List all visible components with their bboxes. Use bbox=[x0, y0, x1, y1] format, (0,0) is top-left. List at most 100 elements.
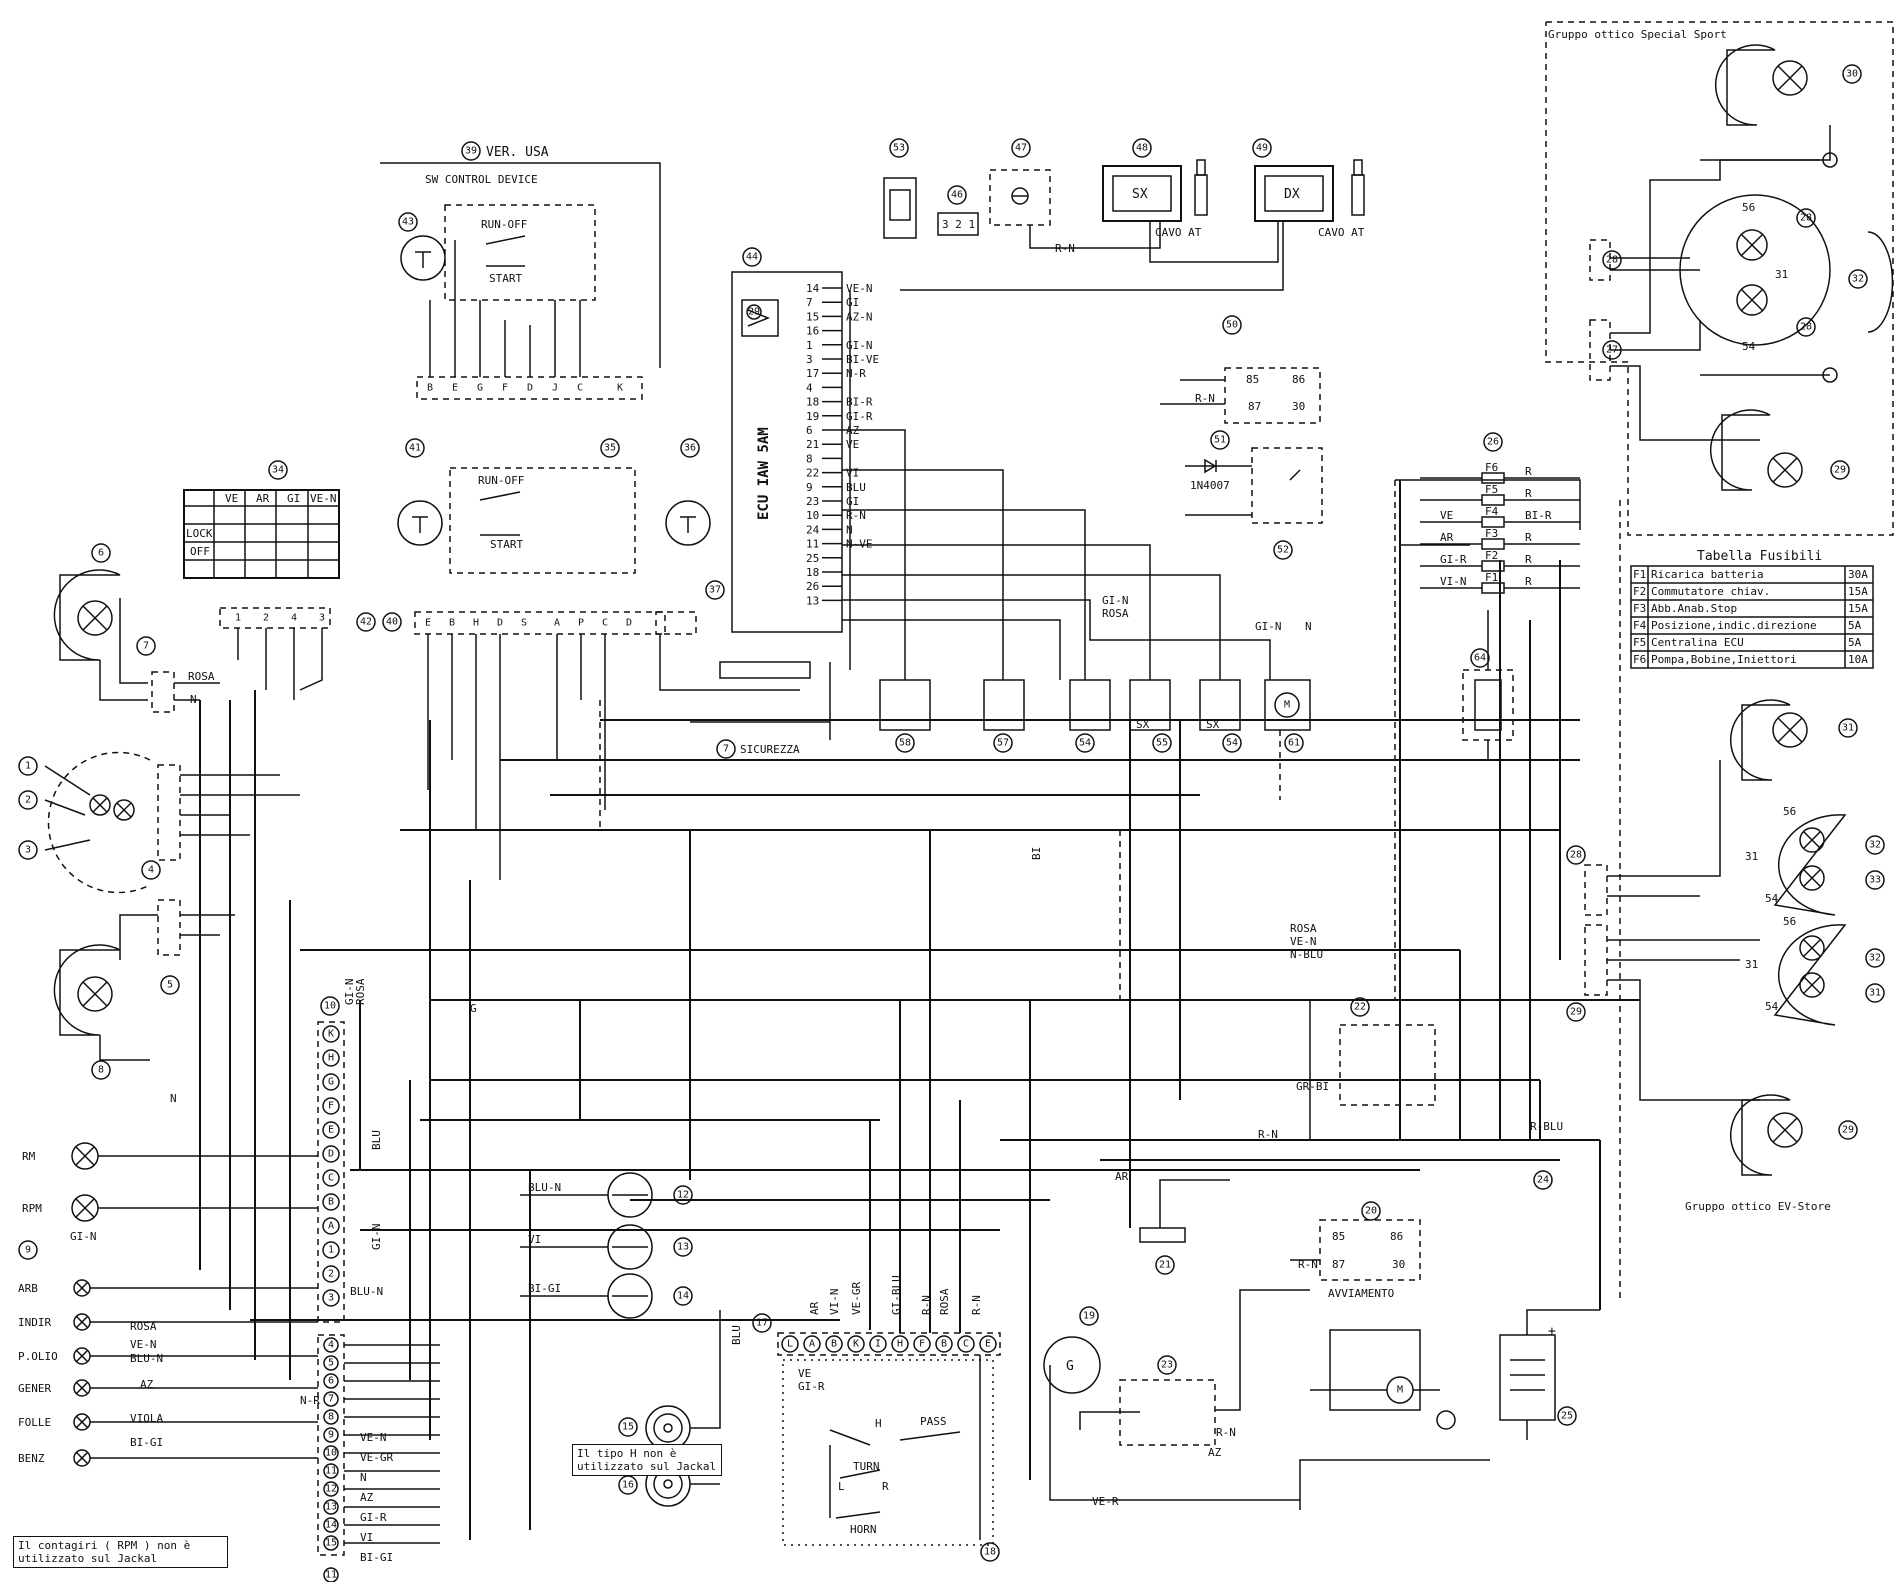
svg-text:28: 28 bbox=[1606, 255, 1618, 266]
fuse-table-amp: 5A bbox=[1848, 619, 1862, 632]
svg-text:P: P bbox=[578, 618, 584, 629]
svg-text:52: 52 bbox=[1277, 545, 1289, 556]
ecu-pin-number: 4 bbox=[806, 381, 813, 394]
fuse-id: F1 bbox=[1485, 571, 1498, 584]
svg-text:GR-BI: GR-BI bbox=[1296, 1080, 1329, 1093]
dash-pin: H bbox=[328, 1053, 334, 1064]
svg-text:N: N bbox=[360, 1471, 367, 1484]
svg-text:SX: SX bbox=[1132, 187, 1148, 202]
svg-text:31: 31 bbox=[1869, 988, 1881, 999]
hb-pin: I bbox=[875, 1339, 881, 1350]
svg-text:21: 21 bbox=[1159, 1260, 1171, 1271]
svg-text:24: 24 bbox=[1537, 1175, 1549, 1186]
fuse-wire-left: VE bbox=[1440, 509, 1453, 522]
fuse-wire-right: R bbox=[1525, 575, 1532, 588]
svg-text:A: A bbox=[554, 618, 560, 629]
svg-text:LOCK: LOCK bbox=[186, 527, 213, 540]
ecu-pin-wire: N-R bbox=[846, 367, 866, 380]
ecu-pin-number: 21 bbox=[806, 438, 819, 451]
svg-text:C: C bbox=[577, 383, 583, 394]
rear-group-special-sport: Gruppo ottico Special Sport 30 56 31 54 … bbox=[1545, 21, 1894, 536]
horns: 15 16 BLU bbox=[618, 1310, 743, 1507]
fuse-wire-right: R bbox=[1525, 531, 1532, 544]
headlights: 6 7 ROSA N 1 2 3 4 bbox=[18, 543, 300, 1080]
svg-text:4: 4 bbox=[148, 865, 154, 876]
svg-text:VE-N: VE-N bbox=[310, 492, 337, 505]
svg-text:C: C bbox=[602, 618, 608, 629]
usa-control-device: 39 VER. USA SW CONTROL DEVICE RUN-OFF ST… bbox=[380, 141, 661, 400]
fuse-id: F6 bbox=[1485, 461, 1498, 474]
fuse-f3 bbox=[1481, 538, 1505, 550]
fuse-id: F2 bbox=[1485, 549, 1498, 562]
dash-pin: E bbox=[328, 1125, 334, 1136]
svg-text:33: 33 bbox=[1869, 875, 1881, 886]
svg-text:20: 20 bbox=[1365, 1206, 1377, 1217]
dash-pin: 12 bbox=[325, 1484, 337, 1495]
svg-text:AR: AR bbox=[1115, 1170, 1129, 1183]
svg-text:G: G bbox=[1066, 1359, 1074, 1374]
svg-text:G: G bbox=[477, 383, 483, 394]
svg-text:37: 37 bbox=[709, 585, 721, 596]
svg-text:AZ: AZ bbox=[360, 1491, 374, 1504]
horn-note: Il tipo H non è utilizzato sul Jackal bbox=[572, 1444, 722, 1476]
svg-text:86: 86 bbox=[1292, 373, 1305, 386]
ecu-pin-wire: BI-VE bbox=[846, 353, 879, 366]
fuse-table-desc: Abb.Anab.Stop bbox=[1651, 602, 1737, 615]
hb-pin: A bbox=[809, 1339, 815, 1350]
ecu-pin-wire: AZ-N bbox=[846, 310, 873, 323]
ecu-pin-wire: R-N bbox=[846, 509, 866, 522]
svg-text:D: D bbox=[626, 618, 632, 629]
svg-text:10: 10 bbox=[324, 1001, 336, 1012]
dash-pin: C bbox=[328, 1173, 334, 1184]
svg-text:ROSA: ROSA bbox=[354, 978, 367, 1005]
left-wire-label: GI-N bbox=[70, 1230, 97, 1243]
indicator-label: RPM bbox=[22, 1202, 42, 1215]
fuse-wire-left: VI-N bbox=[1440, 575, 1467, 588]
svg-text:J: J bbox=[552, 383, 558, 394]
svg-text:VE: VE bbox=[798, 1367, 811, 1380]
svg-text:E: E bbox=[425, 618, 431, 629]
svg-text:AR: AR bbox=[808, 1301, 821, 1315]
dash-pin: 4 bbox=[328, 1340, 334, 1351]
indicator-label: ARB bbox=[18, 1282, 38, 1295]
svg-text:2: 2 bbox=[263, 613, 269, 624]
dash-pin: 5 bbox=[328, 1358, 334, 1369]
fuse-table-id: F2 bbox=[1633, 585, 1646, 598]
svg-text:R-N: R-N bbox=[1216, 1426, 1236, 1439]
svg-text:D: D bbox=[497, 618, 503, 629]
ecu-pin-number: 25 bbox=[806, 552, 819, 565]
svg-text:VE-R: VE-R bbox=[1092, 1495, 1119, 1508]
svg-text:46: 46 bbox=[951, 190, 963, 201]
svg-text:64: 64 bbox=[1474, 653, 1486, 664]
svg-text:ROSA: ROSA bbox=[188, 670, 215, 683]
svg-text:GI: GI bbox=[287, 492, 300, 505]
svg-text:D: D bbox=[527, 383, 533, 394]
fuse-table-id: F4 bbox=[1633, 619, 1647, 632]
ecu-label: ECU IAW 5AM bbox=[756, 427, 772, 520]
svg-text:VE-N: VE-N bbox=[360, 1431, 387, 1444]
fuse-table-amp: 15A bbox=[1848, 585, 1868, 598]
indicator-label: INDIR bbox=[18, 1316, 51, 1329]
svg-text:CAVO AT: CAVO AT bbox=[1318, 226, 1365, 239]
fuse-table-desc: Ricarica batteria bbox=[1651, 568, 1764, 581]
svg-text:F: F bbox=[502, 383, 508, 394]
svg-text:VE-N: VE-N bbox=[1290, 935, 1317, 948]
svg-text:5: 5 bbox=[167, 980, 173, 991]
svg-text:29: 29 bbox=[1834, 465, 1846, 476]
hb-pin: C bbox=[963, 1339, 969, 1350]
svg-text:HORN: HORN bbox=[850, 1523, 877, 1536]
svg-text:SX: SX bbox=[1206, 718, 1220, 731]
svg-text:2: 2 bbox=[25, 795, 31, 806]
svg-text:58: 58 bbox=[899, 738, 911, 749]
svg-text:44: 44 bbox=[746, 252, 758, 263]
indicator-label: FOLLE bbox=[18, 1416, 51, 1429]
fuse-table-amp: 15A bbox=[1848, 602, 1868, 615]
svg-text:41: 41 bbox=[409, 443, 421, 454]
svg-text:51: 51 bbox=[1214, 435, 1226, 446]
svg-text:RUN-OFF: RUN-OFF bbox=[478, 474, 524, 487]
main-harness bbox=[199, 480, 1640, 1540]
